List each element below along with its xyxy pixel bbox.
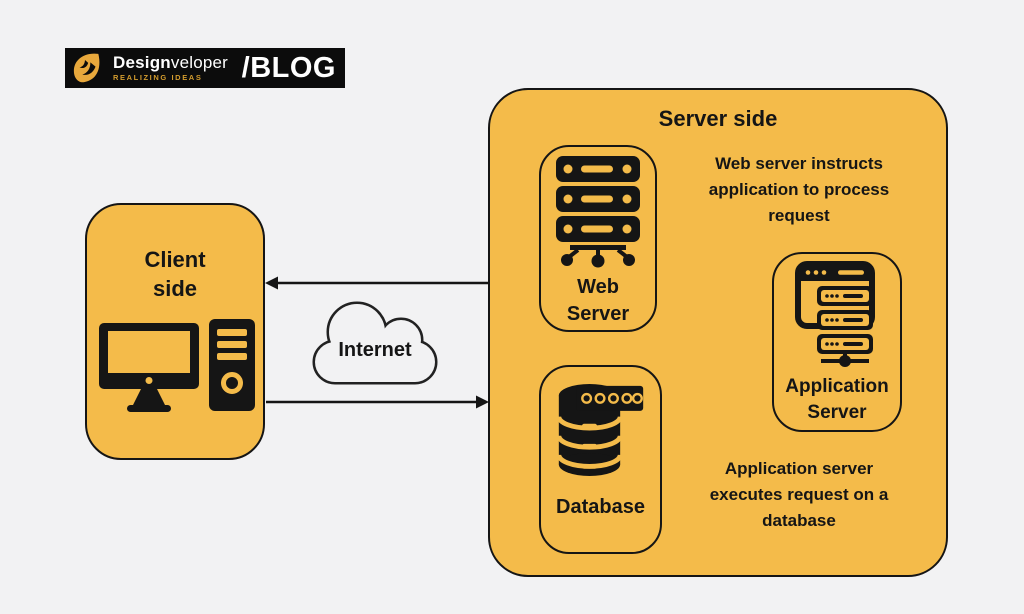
database-icon	[555, 384, 643, 476]
client-side-box: Client side	[85, 203, 265, 460]
annotation-web-to-app: Web server instructs application to proc…	[708, 154, 890, 225]
application-server-label: Application Server	[785, 376, 889, 423]
cloud-icon	[312, 301, 438, 385]
logo-brand: Designveloper	[113, 54, 228, 71]
logo-blog-label: /BLOG	[241, 51, 336, 84]
application-server-box: Application Server	[772, 252, 902, 432]
designveloper-logo-icon	[73, 53, 100, 83]
client-side-title: Client side	[144, 247, 206, 301]
arrow-client-to-server	[266, 395, 489, 409]
application-server-icon	[795, 261, 875, 367]
desktop-computer-icon	[99, 319, 255, 412]
web-server-icon	[556, 156, 640, 268]
logo-brand-bold: Design	[113, 53, 171, 73]
database-box: Database	[539, 365, 662, 554]
annotation-app-to-db: Application server executes request on a…	[709, 459, 889, 530]
web-server-box: Web Server	[539, 145, 657, 332]
logo-tagline: REALIZING IDEAS	[113, 73, 203, 83]
designveloper-blog-logo: Designveloper REALIZING IDEAS /BLOG	[65, 48, 345, 88]
arrow-server-to-client	[265, 276, 488, 290]
server-side-title: Server side	[658, 106, 778, 131]
logo-brand-rest: veloper	[170, 53, 229, 73]
logo-text-block: Designveloper REALIZING IDEAS	[113, 54, 228, 82]
internet-cloud: Internet	[305, 296, 445, 388]
web-server-label: Web Server	[566, 276, 630, 325]
database-label: Database	[556, 496, 645, 518]
server-side-box: Server side	[488, 88, 948, 577]
internet-label: Internet	[338, 339, 412, 361]
